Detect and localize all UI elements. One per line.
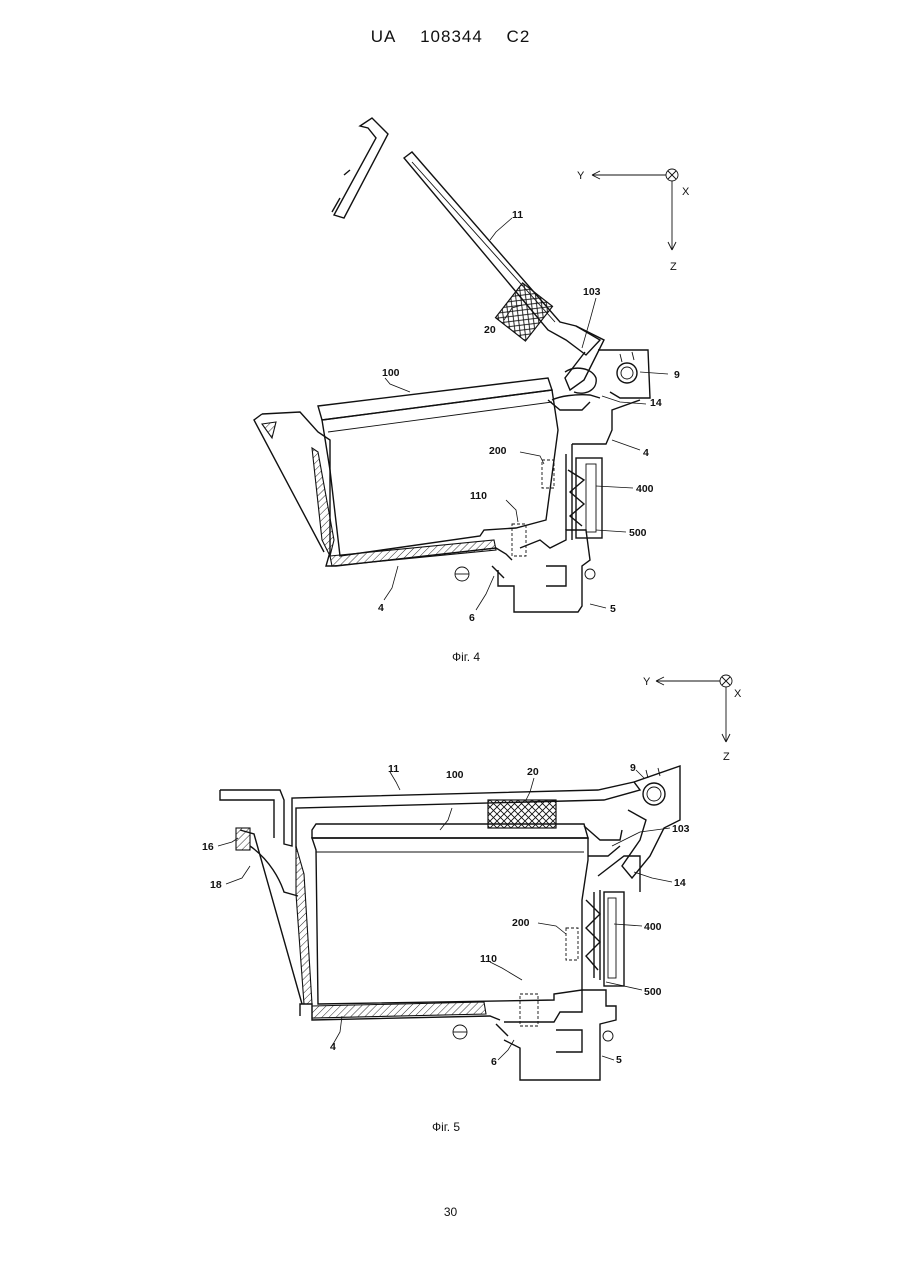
fig4-label-200: 200	[489, 445, 507, 457]
fig5-label-5: 5	[616, 1054, 622, 1066]
fig5-label-11: 11	[388, 763, 399, 775]
fig4-label-14: 14	[650, 397, 662, 409]
fig4-lever-11	[332, 118, 604, 393]
figure-5-caption: Фіг. 5	[432, 1120, 460, 1134]
fig5-pivot-9	[643, 768, 665, 805]
fig5-label-16: 16	[202, 841, 214, 853]
fig4-label-400: 400	[636, 483, 654, 495]
fig4-part-20	[495, 283, 552, 341]
fig4-axis-x: X	[682, 186, 690, 198]
fig5-label-9: 9	[630, 762, 636, 774]
figure-4-drawing: Y X Z	[0, 0, 901, 640]
fig4-label-11: 11	[512, 209, 523, 221]
fig4-axis-indicator: Y X Z	[577, 169, 690, 273]
fig4-axis-z: Z	[670, 261, 677, 273]
fig4-label-6: 6	[469, 612, 475, 624]
fig5-axis-z: Z	[723, 751, 730, 763]
fig4-contact-assembly	[512, 458, 602, 556]
fig5-label-103: 103	[672, 823, 690, 835]
fig4-label-4-lower: 4	[378, 602, 384, 614]
fig5-label-110: 110	[480, 953, 497, 965]
fig5-cartridge-100	[312, 824, 622, 1004]
fig5-label-200: 200	[512, 917, 530, 929]
fig4-label-110: 110	[470, 490, 487, 502]
fig4-pivot-9	[598, 350, 650, 398]
fig5-label-14: 14	[674, 877, 686, 889]
fig5-axis-x: X	[734, 688, 742, 700]
fig5-label-400: 400	[644, 921, 662, 933]
fig5-axis-y: Y	[643, 676, 651, 688]
fig5-holder-4	[236, 828, 640, 1020]
fig5-lever-11	[220, 766, 680, 878]
figure-5-drawing: Y X Z	[0, 660, 901, 1100]
fig4-label-100: 100	[382, 367, 400, 379]
fig4-label-5: 5	[610, 603, 616, 615]
fig4-label-500: 500	[629, 527, 647, 539]
fig4-cartridge-100	[318, 378, 600, 556]
fig5-label-6: 6	[491, 1056, 497, 1068]
fig5-label-100: 100	[446, 769, 464, 781]
fig5-label-500: 500	[644, 986, 662, 998]
fig4-axis-y: Y	[577, 170, 585, 182]
fig4-label-20: 20	[484, 324, 496, 336]
page-number: 30	[0, 1205, 901, 1219]
fig5-label-20: 20	[527, 766, 539, 778]
fig4-label-103: 103	[583, 286, 601, 298]
fig5-axis-indicator: Y X Z	[643, 675, 742, 763]
fig5-label-18: 18	[210, 879, 222, 891]
fig4-label-9: 9	[674, 369, 680, 381]
fig4-label-4-upper: 4	[643, 447, 649, 459]
fig5-label-4: 4	[330, 1041, 336, 1053]
